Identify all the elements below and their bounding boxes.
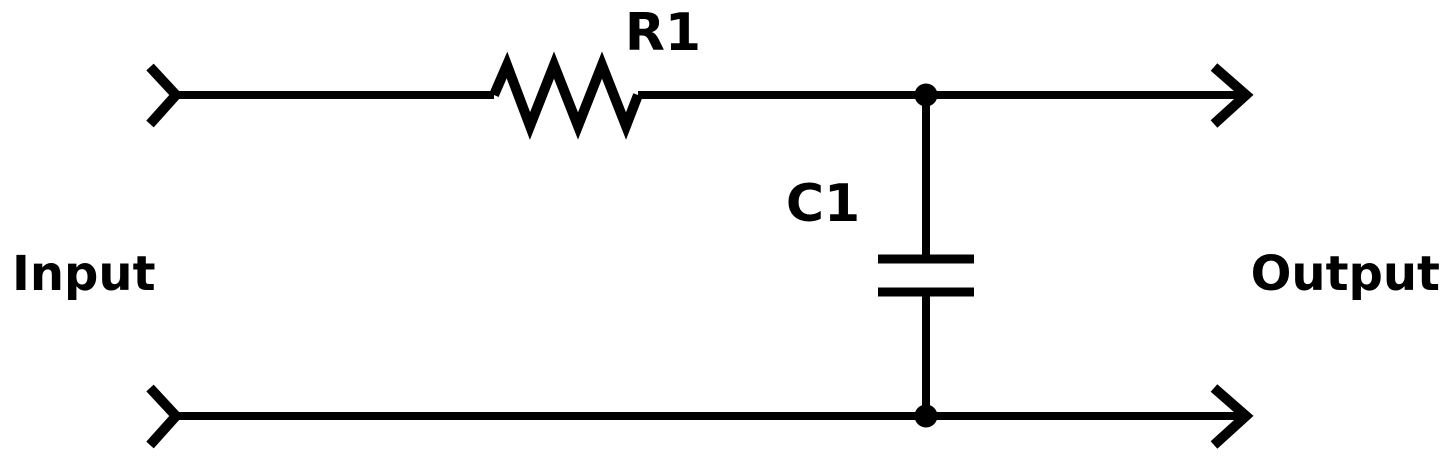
input-label: Input: [12, 246, 156, 302]
input-terminal-top-arrow-icon: [146, 63, 183, 128]
capacitor-label: C1: [786, 174, 860, 234]
output-terminal-bottom-arrow-icon: [1210, 384, 1254, 449]
junction-dot-top: [914, 83, 938, 107]
junction-dot-bottom: [914, 404, 938, 428]
resistor-label: R1: [625, 3, 701, 63]
output-terminal-top-arrow-icon: [1210, 63, 1254, 128]
output-label: Output: [1251, 246, 1440, 302]
input-terminal-bottom-arrow-icon: [146, 384, 183, 449]
resistor-symbol: [489, 51, 643, 140]
